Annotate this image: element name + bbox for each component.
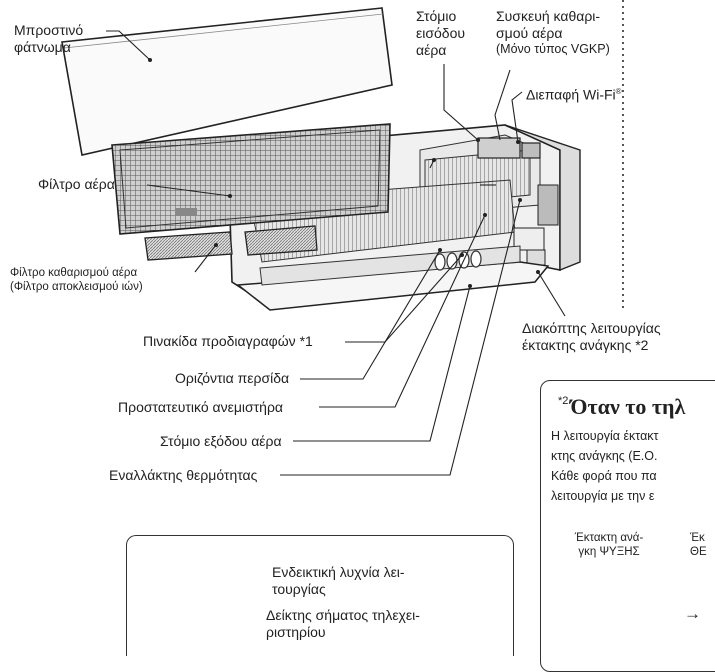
unit-side-panel	[504, 124, 581, 272]
purifying-filter-left	[144, 231, 233, 261]
operation-lamp-label: Ενδεικτική λυχνία λει- τουργίας	[272, 564, 405, 597]
heat-exchanger-label: Εναλλάκτης θερμότητας	[109, 467, 258, 483]
wifi-module-shape	[521, 142, 541, 159]
front-panel-label: Μπροστινό φάτνωμα	[14, 22, 84, 55]
remote-signal-receiver-label: Δείκτης σήματος τηλεχει- ριστηρίου	[266, 607, 420, 640]
air-filter-shape	[111, 123, 391, 235]
fan-guard-label: Προστατευτικό ανεμιστήρα	[118, 399, 284, 415]
purifying-filter-label: Φίλτρο καθαρισμού αέρα (Φίλτρο αποκλεισμ…	[10, 267, 143, 293]
horizontal-louver-label: Οριζόντια περσίδα	[175, 370, 290, 386]
air-conditioner-illustration	[61, 0, 654, 651]
purifying-filter-right	[244, 225, 318, 256]
mode-arrow: →	[684, 604, 701, 623]
air-inlet-label: Στόμιο εισόδου αέρα	[416, 8, 466, 58]
emergency-heating-mode: Έκ ΘΕ	[690, 532, 707, 558]
emergency-cooling-mode: Έκτακτη ανά- γκη ΨΥΞΗΣ	[574, 532, 644, 558]
indicator-inset-box	[126, 535, 514, 656]
purifier-device-shape	[477, 137, 521, 159]
note-title: *2Όταν το τηλ	[558, 394, 686, 419]
emergency-switch-label: Διακόπτης λειτουργίας έκτακτης ανάγκης *…	[522, 320, 661, 353]
front-panel-shape	[61, 7, 393, 156]
air-filter-label: Φίλτρο αέρα	[38, 176, 115, 192]
nameplate-label: Πινακίδα προδιαγραφών *1	[143, 333, 313, 349]
air-purifier-label: Συσκευή καθαρι- σμού αέρα (Μόνο τύπος VG…	[496, 8, 610, 56]
wifi-interface-label: Διεπαφή Wi-Fi®	[526, 86, 622, 103]
emergency-note-box	[540, 380, 715, 672]
note-body: Η λειτουργία έκτακτ κτης ανάγκης (Ε.Ο. Κ…	[551, 429, 659, 503]
air-outlet-label: Στόμιο εξόδου αέρα	[160, 433, 282, 449]
